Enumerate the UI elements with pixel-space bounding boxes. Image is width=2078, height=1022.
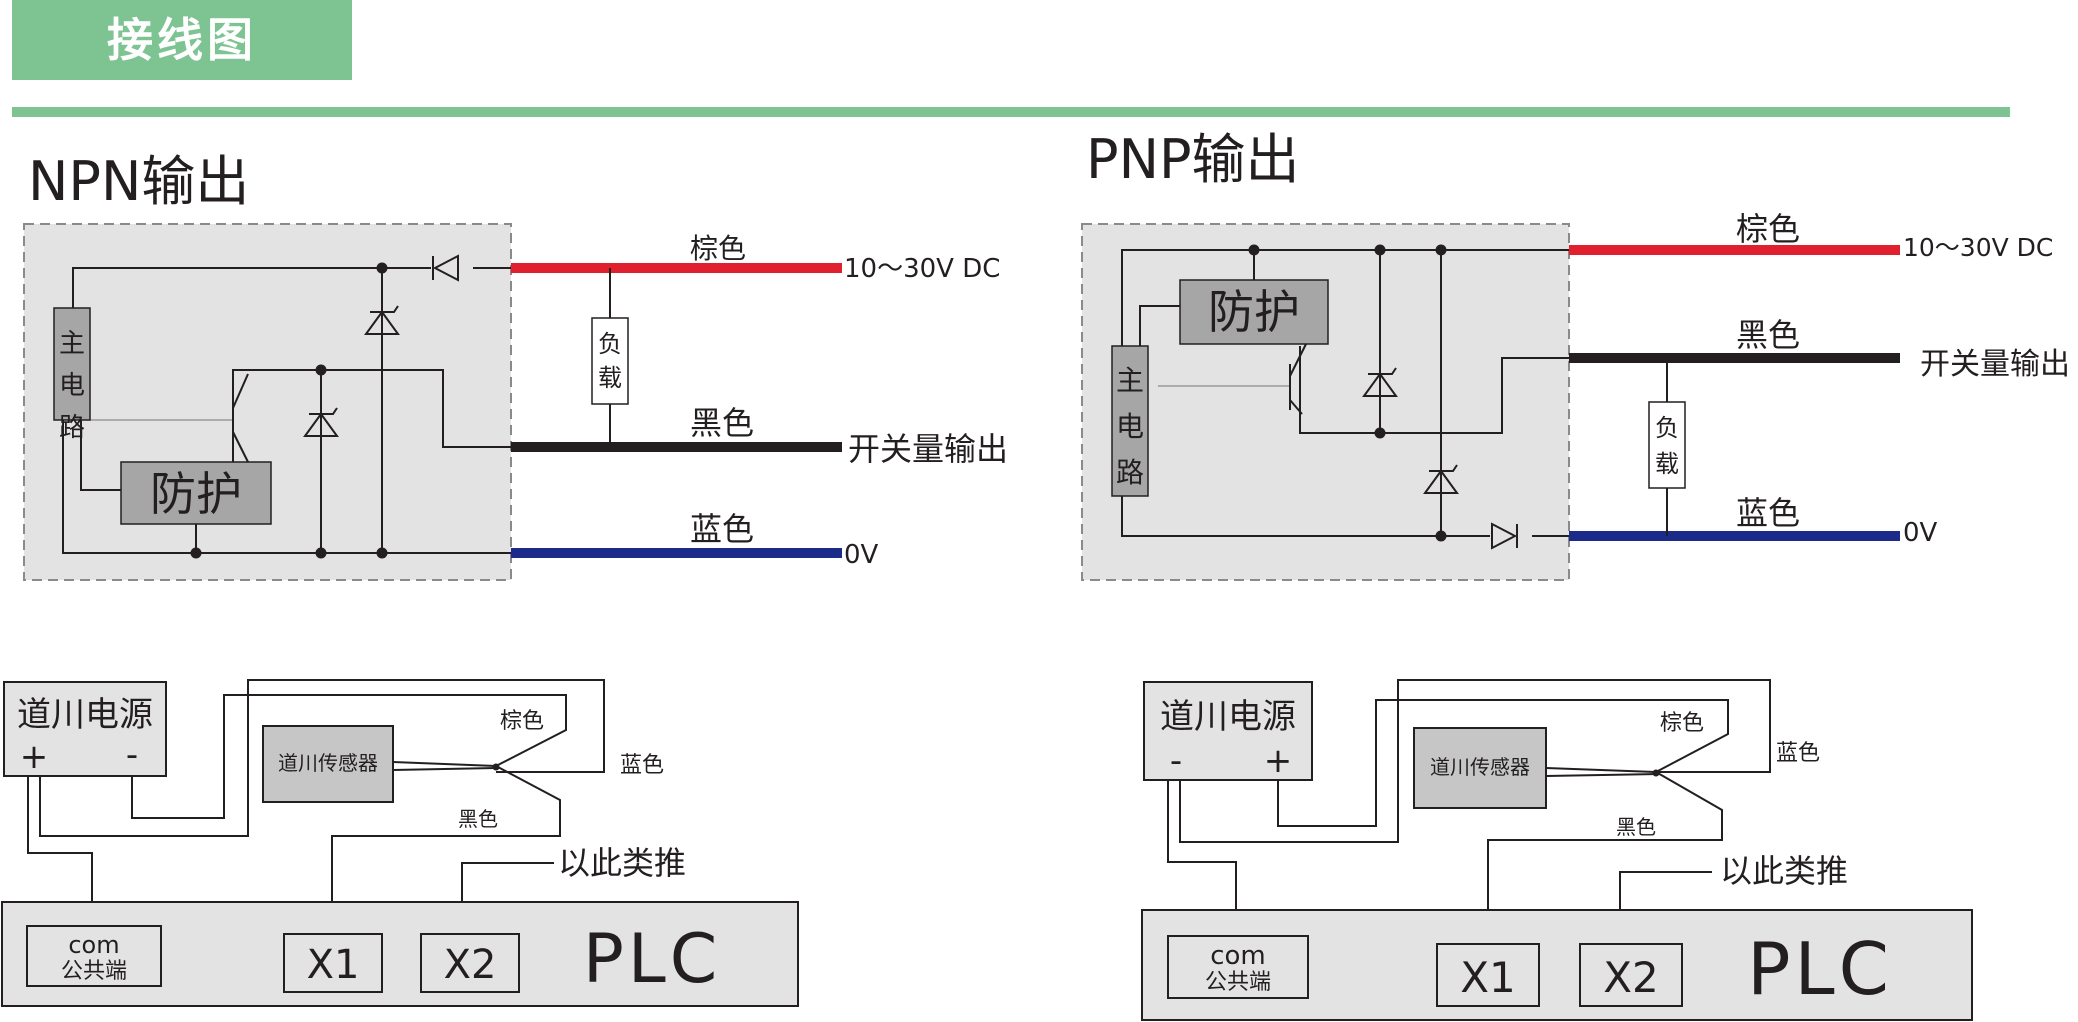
npn-voltage-label: 10～30V DC: [844, 254, 1000, 284]
pnp-zero-volt-label: 0V: [1903, 518, 1938, 548]
npn-main-circuit-block: [53, 307, 91, 421]
plc-left-sensor-label: 道川传感器: [278, 751, 378, 775]
plc-left-power-supply-label: 道川电源: [17, 695, 153, 735]
plc-left-x1-label: X1: [307, 942, 360, 988]
npn-zener-2: [303, 407, 339, 437]
header-tab: [12, 0, 352, 80]
pnp-transistor: [1289, 343, 1307, 415]
plc-right-sensor: [1413, 727, 1547, 809]
pnp-switch-output-label: 开关量输出: [1920, 347, 2070, 382]
npn-load-char-2: 载: [598, 364, 622, 392]
plc-left-brown-label: 棕色: [500, 709, 544, 734]
pnp-load-char-1: 负: [1655, 414, 1679, 442]
pnp-diode: [1491, 522, 1518, 550]
plc-left-power-supply: [3, 681, 167, 777]
plc-left-sensor: [262, 725, 394, 803]
plc-right-power-supply-label: 道川电源: [1160, 697, 1296, 737]
npn-sensor-housing: [23, 223, 512, 581]
pnp-main-circuit-char-3: 路: [1116, 456, 1144, 489]
npn-blue-label: 蓝色: [690, 510, 754, 548]
plc-right-sensor-label: 道川传感器: [1430, 755, 1530, 779]
plc-right-brown-label: 棕色: [1660, 711, 1704, 736]
npn-load-char-1: 负: [598, 330, 622, 358]
pnp-protection-label: 防护: [1208, 285, 1300, 339]
plc-left-terminal-1: +: [20, 737, 49, 777]
plc-right-black-label: 黑色: [1616, 815, 1656, 839]
npn-junctions: [190, 262, 388, 559]
pnp-blue-label: 蓝色: [1736, 494, 1800, 532]
pnp-main-circuit-char-1: 主: [1116, 364, 1144, 397]
plc-right-x2-terminal: [1579, 943, 1683, 1007]
npn-zero-volt-label: 0V: [844, 540, 879, 570]
npn-internal-wiring: [62, 267, 511, 554]
plc-left-com-terminal: [26, 925, 162, 987]
plc-left-plc-label: PLC: [583, 920, 721, 999]
npn-main-circuit-char-1: 主: [59, 329, 85, 359]
plc-right-power-supply: [1143, 681, 1313, 781]
plc-right-x1-label: X1: [1460, 953, 1516, 1002]
pnp-main-circuit-block: [1111, 345, 1149, 497]
page-title: 接线图: [107, 13, 257, 67]
npn-load-block: [591, 317, 629, 405]
npn-diagram: NPN输出: [23, 150, 1008, 581]
plc-left-terminal-2: -: [126, 735, 138, 775]
npn-transistor: [232, 373, 249, 463]
pnp-zener-2: [1423, 464, 1459, 494]
pnp-black-label: 黑色: [1736, 316, 1800, 354]
plc-right-common-label: 公共端: [1205, 970, 1271, 995]
pnp-brown-label: 棕色: [1736, 210, 1800, 248]
plc-right-blue-label: 蓝色: [1776, 741, 1820, 766]
pnp-main-circuit-char-2: 电: [1116, 410, 1144, 443]
pnp-voltage-label: 10～30V DC: [1903, 233, 2053, 262]
plc-left-wires: [27, 679, 605, 902]
pnp-title: PNP输出: [1086, 128, 1300, 191]
plc-left-x2-label: X2: [444, 942, 497, 988]
plc-right-terminal-1: -: [1170, 741, 1182, 781]
npn-main-circuit-char-2: 电: [59, 371, 85, 401]
pnp-load-char-2: 载: [1655, 450, 1679, 478]
plc-left-and-so-on: 以此类推: [558, 844, 686, 882]
npn-title: NPN输出: [28, 150, 249, 213]
pnp-zener-1: [1362, 367, 1398, 397]
plc-left-cable-junction: [492, 763, 500, 771]
pnp-diagram: PNP输出: [1081, 128, 2070, 581]
plc-right-com-terminal: [1167, 935, 1309, 999]
plc-left-common-label: 公共端: [61, 959, 127, 984]
npn-main-circuit-char-3: 路: [59, 413, 85, 443]
plc-left-black-label: 黑色: [458, 807, 498, 831]
header-divider: [12, 107, 2010, 117]
plc-right-x1-terminal: [1436, 943, 1540, 1007]
plc-right-plc-label: PLC: [1747, 927, 1893, 1011]
npn-protection-block: [120, 461, 272, 525]
plc-left-x2-terminal: [420, 933, 520, 993]
npn-protection-label: 防护: [150, 467, 242, 521]
plc-left-com-label: com: [68, 931, 119, 959]
plc-right-cable-junction: [1652, 769, 1660, 777]
plc-wiring-right: 道川电源 - + 道川传感器 棕色 蓝色 黑色 以此类推 com 公共端 X1 …: [1141, 679, 1973, 1021]
pnp-protection-block: [1179, 279, 1329, 345]
npn-zener-1: [364, 305, 400, 335]
npn-switch-output-label: 开关量输出: [848, 430, 1008, 468]
plc-wiring-left: 道川电源 + - 道川传感器 棕色 蓝色 黑色 以此类推 com 公共端 X1 …: [1, 679, 799, 1007]
pnp-junctions: [1248, 244, 1447, 542]
npn-black-label: 黑色: [690, 404, 754, 442]
plc-right-wires: [1167, 679, 1771, 910]
plc-right-and-so-on: 以此类推: [1720, 852, 1848, 890]
plc-left-x1-terminal: [283, 933, 383, 993]
plc-right-x2-label: X2: [1603, 953, 1659, 1002]
npn-diode: [432, 254, 459, 282]
plc-left-blue-label: 蓝色: [620, 753, 664, 778]
npn-brown-label: 棕色: [690, 232, 746, 265]
pnp-load-block: [1648, 401, 1686, 489]
plc-right-com-label: com: [1210, 941, 1266, 971]
plc-right-terminal-2: +: [1264, 741, 1293, 781]
